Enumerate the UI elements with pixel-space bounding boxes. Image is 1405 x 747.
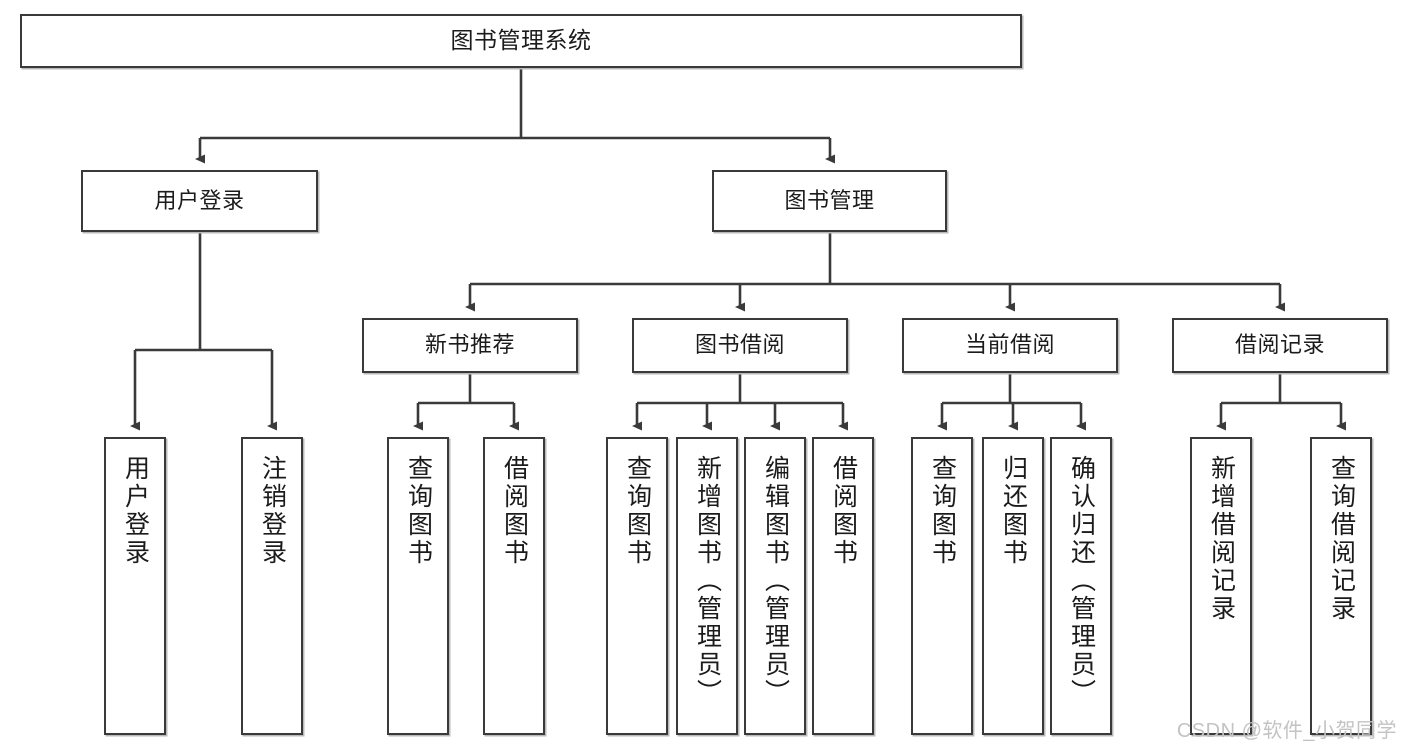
node-leaf-cb-return[interactable]: 归还图书 xyxy=(982,437,1044,735)
node-leaf-bb-query[interactable]: 查询图书 xyxy=(606,437,668,735)
node-leaf-nbr-query[interactable]: 查询图书 xyxy=(387,437,449,735)
node-leaf-user-login[interactable]: 用户登录 xyxy=(104,437,166,735)
node-leaf-cb-query[interactable]: 查询图书 xyxy=(911,437,973,735)
node-label-leaf-bb-borrow: 借阅图书 xyxy=(829,455,858,567)
node-label-new-book-rec: 新书推荐 xyxy=(424,332,515,358)
node-label-leaf-nbr-query: 查询图书 xyxy=(404,455,433,567)
node-leaf-cb-confirm[interactable]: 确认归还（管理员） xyxy=(1050,437,1112,735)
node-label-leaf-cb-confirm: 确认归还（管理员） xyxy=(1067,455,1096,707)
node-current-borrow[interactable]: 当前借阅 xyxy=(902,318,1118,373)
node-leaf-logout[interactable]: 注销登录 xyxy=(241,437,303,735)
node-root[interactable]: 图书管理系统 xyxy=(20,14,1022,68)
node-leaf-bb-add[interactable]: 新增图书（管理员） xyxy=(676,437,738,735)
node-label-leaf-cb-query: 查询图书 xyxy=(928,455,957,567)
node-label-root: 图书管理系统 xyxy=(450,27,592,54)
node-leaf-bb-borrow[interactable]: 借阅图书 xyxy=(812,437,874,735)
node-borrow-record[interactable]: 借阅记录 xyxy=(1172,318,1388,373)
node-label-user-login: 用户登录 xyxy=(154,187,245,213)
node-leaf-br-add[interactable]: 新增借阅记录 xyxy=(1190,437,1252,735)
node-new-book-rec[interactable]: 新书推荐 xyxy=(362,318,578,373)
node-label-leaf-logout: 注销登录 xyxy=(258,455,287,567)
node-label-book-manage: 图书管理 xyxy=(784,187,875,213)
node-label-borrow-record: 借阅记录 xyxy=(1234,332,1325,358)
node-label-leaf-nbr-borrow: 借阅图书 xyxy=(500,455,529,567)
node-label-book-borrow: 图书借阅 xyxy=(694,332,785,358)
node-label-leaf-bb-edit: 编辑图书（管理员） xyxy=(761,455,790,707)
node-book-borrow[interactable]: 图书借阅 xyxy=(632,318,848,373)
node-leaf-nbr-borrow[interactable]: 借阅图书 xyxy=(483,437,545,735)
node-label-leaf-bb-query: 查询图书 xyxy=(623,455,652,567)
node-user-login[interactable]: 用户登录 xyxy=(81,170,318,232)
node-leaf-br-query[interactable]: 查询借阅记录 xyxy=(1310,437,1372,735)
node-label-leaf-br-add: 新增借阅记录 xyxy=(1207,455,1236,623)
node-label-leaf-br-query: 查询借阅记录 xyxy=(1327,455,1356,623)
node-leaf-bb-edit[interactable]: 编辑图书（管理员） xyxy=(744,437,806,735)
node-book-manage[interactable]: 图书管理 xyxy=(712,170,947,232)
watermark: CSDN @软件_小贺同学 xyxy=(1176,720,1397,742)
node-label-leaf-cb-return: 归还图书 xyxy=(999,455,1028,567)
node-label-leaf-user-login: 用户登录 xyxy=(121,455,150,567)
node-label-leaf-bb-add: 新增图书（管理员） xyxy=(693,455,722,707)
node-label-current-borrow: 当前借阅 xyxy=(964,332,1055,358)
